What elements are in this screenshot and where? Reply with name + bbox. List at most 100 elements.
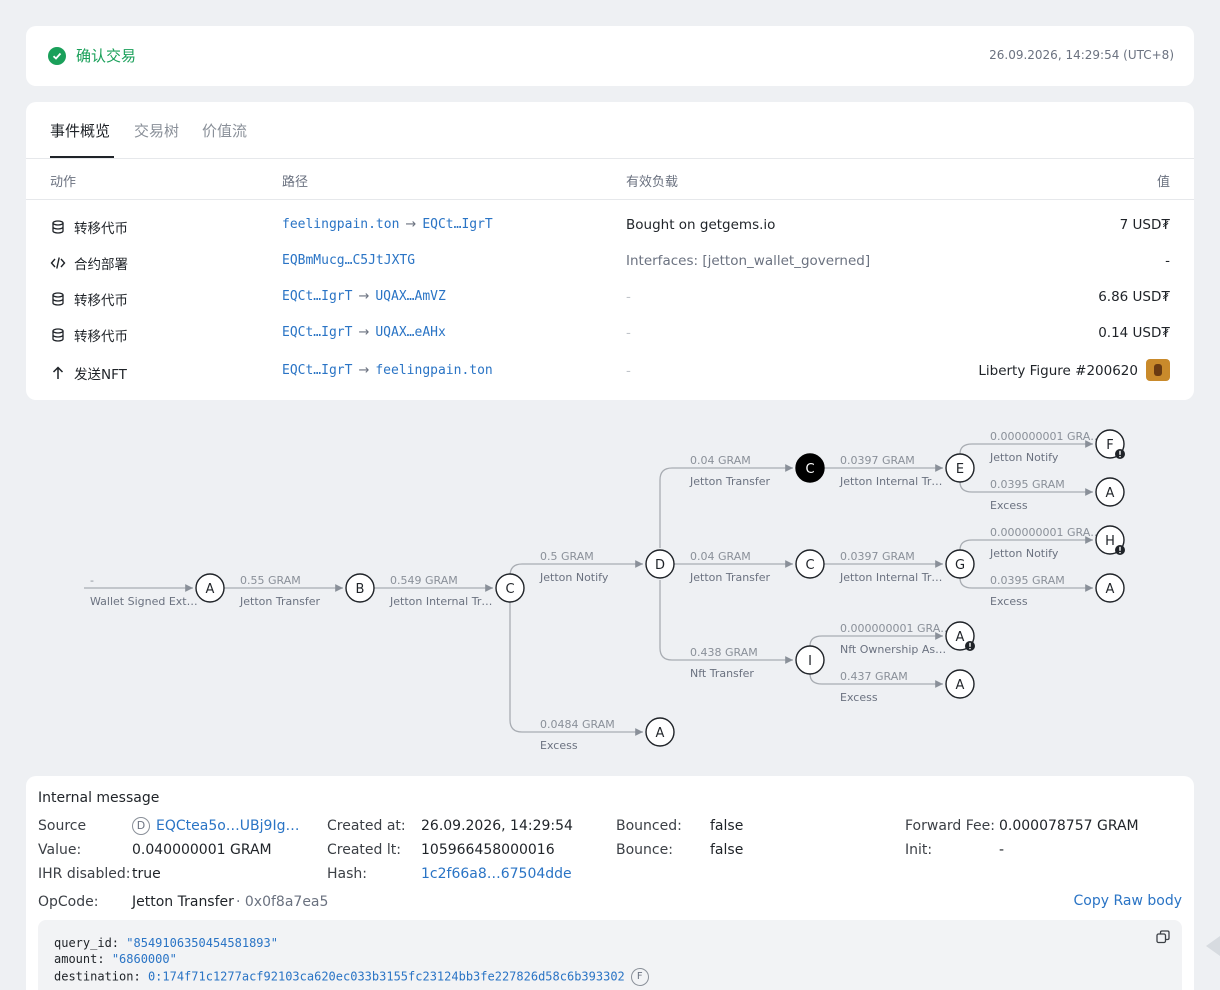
edge-e11: [809, 673, 943, 688]
to-address-link[interactable]: EQCt…IgrT: [422, 217, 493, 232]
edge-label: Jetton Transfer: [239, 595, 321, 608]
ihr-disabled-label: IHR disabled:: [38, 866, 131, 882]
node-label: G: [955, 558, 965, 573]
hash-label: Hash:: [327, 866, 367, 882]
edge-label: Nft Ownership As…: [840, 643, 946, 656]
graph-node[interactable]: C: [495, 573, 525, 603]
node-label: C: [805, 462, 814, 477]
created-at-value: 26.09.2026, 14:29:54: [421, 818, 573, 834]
to-address-link[interactable]: feelingpain.ton: [375, 363, 493, 378]
edge-amount: 0.437 GRAM: [840, 670, 908, 683]
tab-event-overview[interactable]: 事件概览: [50, 122, 111, 140]
code-icon: [50, 257, 66, 269]
action-label: 转移代币: [74, 293, 128, 309]
graph-node[interactable]: A: [945, 669, 975, 699]
code-key: amount:: [54, 952, 105, 966]
nft-name[interactable]: Liberty Figure #200620: [978, 363, 1138, 379]
edge-amount: -: [90, 574, 94, 587]
graph-node[interactable]: D: [645, 549, 675, 579]
graph-node[interactable]: B: [345, 573, 375, 603]
graph-node[interactable]: C: [795, 549, 825, 579]
warning-badge-icon: [965, 641, 975, 651]
node-label: E: [956, 462, 964, 477]
edge-e5: [659, 464, 793, 548]
value-amount: 0.040000001 GRAM: [132, 842, 272, 858]
divider: [26, 199, 1194, 200]
edge-amount: 0.000000001 GRA…: [840, 622, 951, 635]
node-label: A: [1106, 486, 1115, 501]
copy-icon[interactable]: [1156, 930, 1170, 944]
from-address-link[interactable]: EQCt…IgrT: [282, 363, 353, 378]
message-body-code: query_id: "8549106350454581893" amount: …: [38, 920, 1182, 990]
source-label: Source: [38, 818, 87, 834]
node-label: A: [656, 726, 665, 741]
node-label: C: [505, 582, 514, 597]
bounce-label: Bounce:: [616, 842, 673, 858]
action-label: 合约部署: [74, 257, 128, 273]
tab-transaction-tree[interactable]: 交易树: [134, 122, 180, 140]
edge-label: Jetton Transfer: [689, 475, 771, 488]
edge-amount: 0.55 GRAM: [240, 574, 301, 587]
from-address-link[interactable]: EQCt…IgrT: [282, 325, 353, 340]
action-label: 发送NFT: [74, 367, 127, 383]
path-cell: EQBmMucg…C5JtJXTG: [282, 253, 415, 268]
warning-badge-icon: [1115, 449, 1125, 459]
edge-amount: 0.0395 GRAM: [990, 574, 1065, 587]
edge-label: Jetton Transfer: [689, 571, 771, 584]
node-label: A: [1106, 582, 1115, 597]
source-address-link[interactable]: EQCtea5o…UBj9Ig…: [156, 818, 300, 834]
opcode-hex: · 0x0f8a7ea5: [236, 894, 329, 910]
graph-node[interactable]: A: [1095, 477, 1125, 507]
column-header-path: 路径: [282, 175, 309, 190]
table-row[interactable]: 发送NFT EQCt…IgrT→feelingpain.ton - Libert…: [26, 354, 1194, 390]
edge-label: Jetton Internal Tr…: [389, 595, 492, 608]
from-address-link[interactable]: feelingpain.ton: [282, 217, 400, 232]
table-row[interactable]: 合约部署 EQBmMucg…C5JtJXTG Interfaces: [jett…: [26, 244, 1194, 280]
edge-amount: 0.0484 GRAM: [540, 718, 615, 731]
node-label: D: [655, 558, 665, 573]
created-at-label: Created at:: [327, 818, 406, 834]
destination-address-link[interactable]: 0:174f71c1277acf92103ca620ec033b3155fc23…: [147, 969, 625, 984]
payload-text: -: [626, 289, 631, 305]
table-row[interactable]: 转移代币 EQCt…IgrT→UQAX…AmVZ - 6.86 USD₮: [26, 280, 1194, 316]
destination-type-badge: F: [630, 968, 649, 986]
coins-icon: [52, 328, 64, 342]
edge-label: Jetton Internal Tr…: [839, 571, 942, 584]
payload-text: -: [626, 325, 631, 341]
tab-value-flow[interactable]: 价值流: [202, 122, 248, 140]
edge-amount: 0.0397 GRAM: [840, 454, 915, 467]
path-cell: feelingpain.ton→EQCt…IgrT: [282, 217, 493, 232]
graph-node-selected[interactable]: C: [795, 453, 825, 483]
table-row[interactable]: 转移代币 feelingpain.ton→EQCt…IgrT Bought on…: [26, 208, 1194, 244]
edge-e7: [659, 580, 793, 664]
to-address-link[interactable]: UQAX…AmVZ: [375, 289, 446, 304]
path-cell: EQCt…IgrT→feelingpain.ton: [282, 363, 493, 378]
value-text: 6.86 USD₮: [1098, 289, 1170, 305]
code-key: destination:: [54, 969, 141, 984]
value-text: -: [1165, 253, 1170, 269]
graph-node[interactable]: I: [795, 645, 825, 675]
graph-node[interactable]: G: [945, 549, 975, 579]
edge-e10: [809, 632, 943, 647]
edge-amount: 0.5 GRAM: [540, 550, 594, 563]
edge-label: Excess: [540, 739, 578, 752]
graph-node[interactable]: A: [1095, 573, 1125, 603]
value-text: 0.14 USD₮: [1098, 325, 1170, 341]
node-label: B: [356, 582, 365, 597]
nft-thumbnail[interactable]: [1146, 359, 1170, 381]
edge-label: Excess: [990, 499, 1028, 512]
message-title: Internal message: [38, 790, 160, 806]
from-address-link[interactable]: EQCt…IgrT: [282, 289, 353, 304]
graph-node[interactable]: A: [195, 573, 225, 603]
graph-node[interactable]: A: [645, 717, 675, 747]
graph-node[interactable]: E: [945, 453, 975, 483]
payload-text: Bought on getgems.io: [626, 217, 776, 233]
copy-raw-body-button[interactable]: Copy Raw body: [1073, 893, 1183, 909]
edge-e4: [509, 600, 643, 736]
code-line: amount: "6860000": [54, 952, 177, 966]
code-line: query_id: "8549106350454581893": [54, 936, 278, 950]
to-address-link[interactable]: UQAX…eAHx: [375, 325, 446, 340]
contract-address-link[interactable]: EQBmMucg…C5JtJXTG: [282, 253, 416, 268]
hash-link[interactable]: 1c2f66a8…67504dde: [421, 866, 572, 882]
table-row[interactable]: 转移代币 EQCt…IgrT→UQAX…eAHx - 0.14 USD₮: [26, 316, 1194, 352]
